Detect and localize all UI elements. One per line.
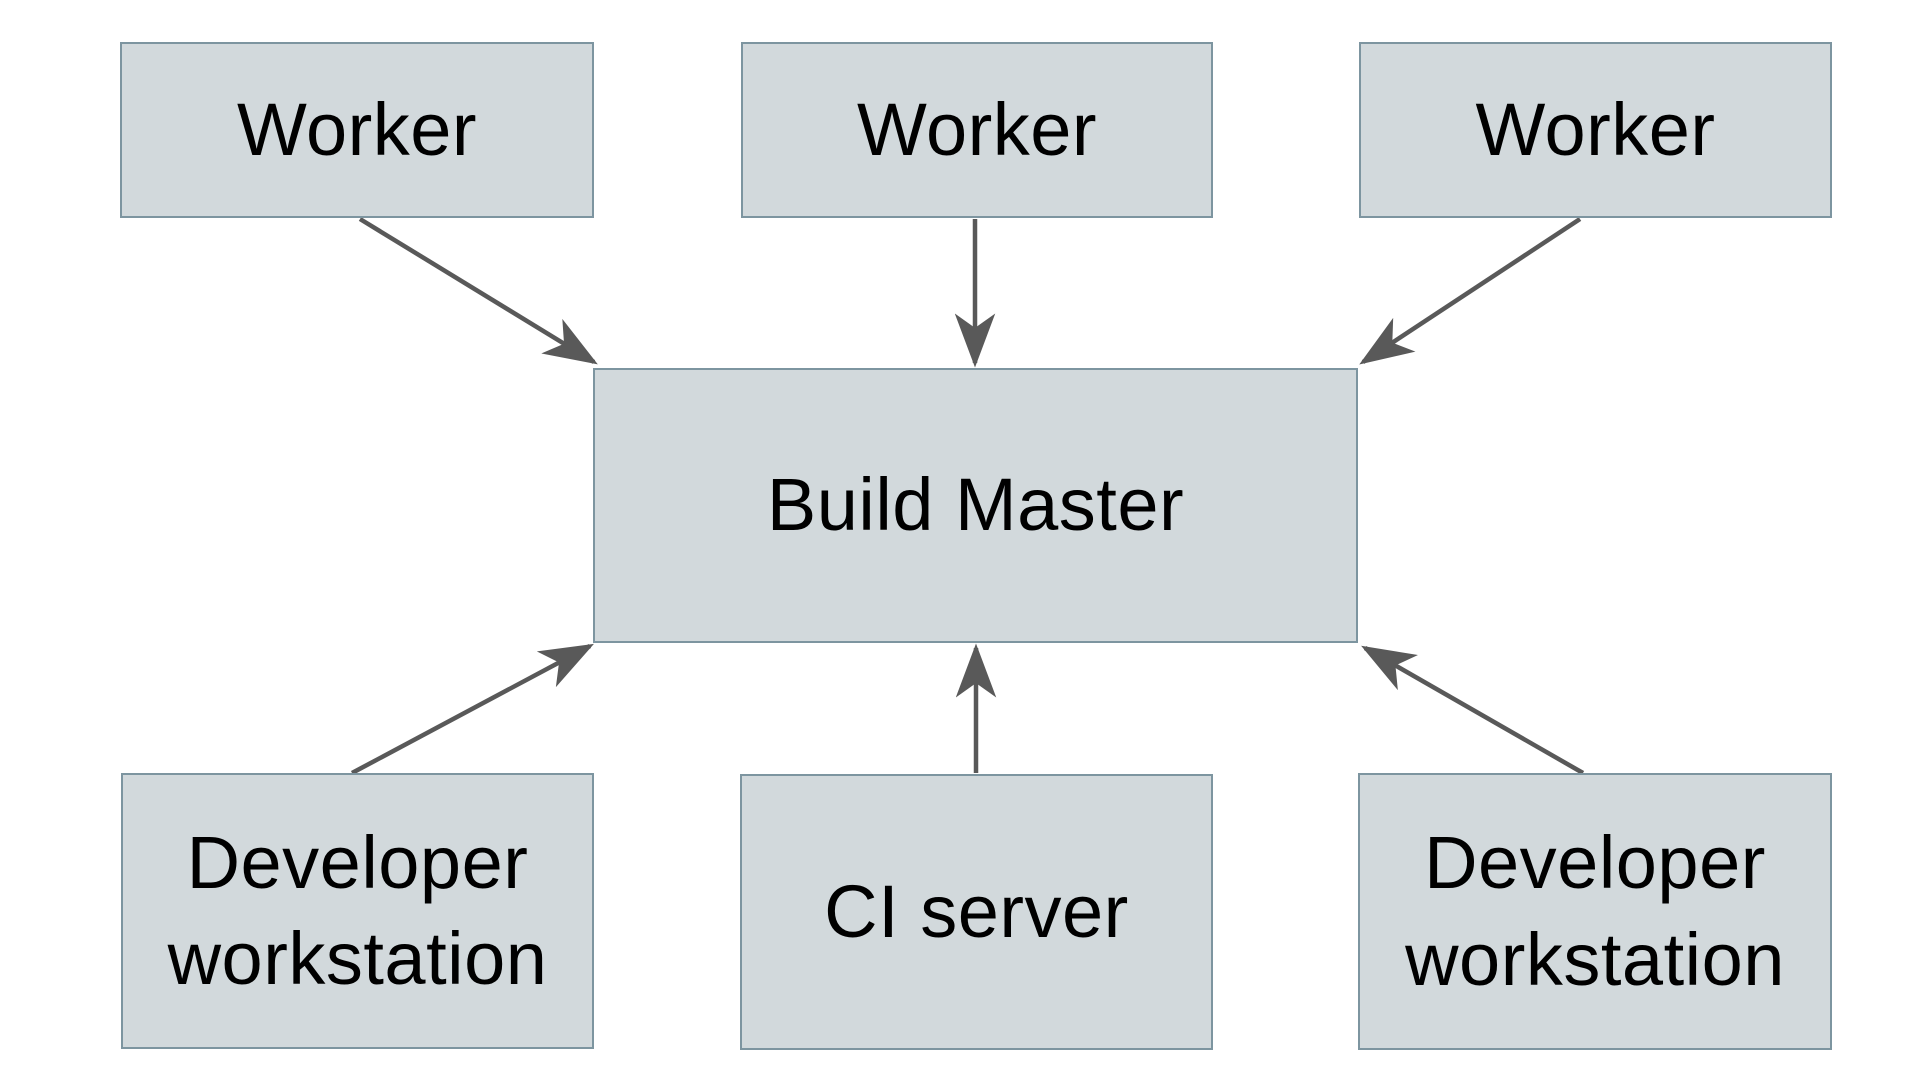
node-dev-workstation-left: Developer workstation [121,773,594,1049]
arrow-dev-workstation-left-to-build-master [350,643,594,775]
node-worker-2: Worker [741,42,1213,218]
node-label-ci-server: CI server [824,869,1129,953]
arrow-dev-workstation-right-to-build-master [1361,645,1585,775]
node-worker-1: Worker [120,42,594,218]
arrow-worker-3-to-build-master [1359,217,1582,365]
node-label-build-master: Build Master [766,463,1185,547]
node-label-dev-workstation-right: Developer workstation [1405,821,1785,1001]
node-worker-3: Worker [1359,42,1832,218]
node-label-worker-1: Worker [236,87,478,171]
node-label-dev-workstation-left: Developer workstation [167,820,548,1000]
node-label-worker-3: Worker [1475,87,1716,171]
node-dev-workstation-right: Developer workstation [1358,773,1832,1050]
node-ci-server: CI server [740,774,1213,1050]
node-build-master: Build Master [593,368,1358,643]
node-label-worker-2: Worker [856,87,1098,171]
arrow-worker-1-to-build-master [358,217,598,365]
